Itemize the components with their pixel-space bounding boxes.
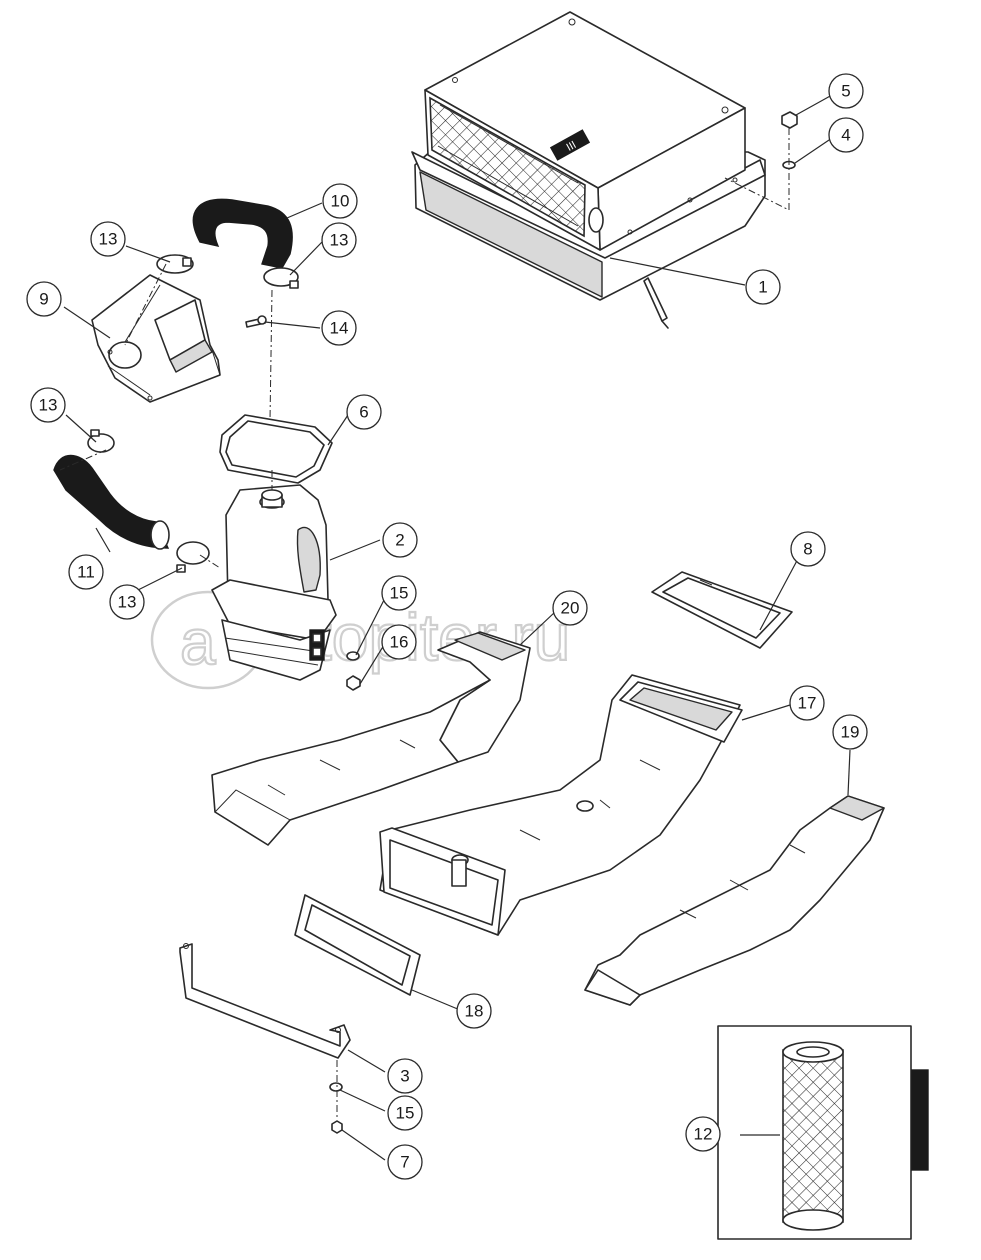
support-bracket (179, 943, 351, 1059)
svg-text:20: 20 (561, 599, 580, 618)
left-duct (211, 631, 531, 846)
svg-text:7: 7 (400, 1153, 409, 1172)
svg-text:18: 18 (465, 1002, 484, 1021)
callout-6: 6 (346, 394, 382, 430)
callout-13-middle-left: 13 (30, 387, 66, 423)
callout-1: 1 (745, 269, 781, 305)
svg-text:6: 6 (359, 403, 368, 422)
leader-lines (59, 94, 851, 1161)
upper-hose (192, 198, 293, 269)
right-duct (584, 795, 885, 1006)
hose-clamps (87, 254, 299, 573)
svg-text:1: 1 (758, 278, 767, 297)
callout-12: 12 (685, 1116, 721, 1152)
svg-text:19: 19 (841, 723, 860, 742)
callout-19: 19 (832, 714, 868, 750)
callout-11: 11 (68, 554, 104, 590)
callout-18: 18 (456, 993, 492, 1029)
washers (329, 651, 361, 1134)
svg-text:17: 17 (798, 694, 817, 713)
callout-13-upper-right: 13 (321, 222, 357, 258)
svg-text:12: 12 (694, 1125, 713, 1144)
svg-text:15: 15 (396, 1104, 415, 1123)
callout-13-upper-left: 13 (90, 221, 126, 257)
callout-10: 10 (322, 183, 358, 219)
callout-2: 2 (382, 522, 418, 558)
callout-15-lower: 15 (387, 1095, 423, 1131)
callout-8: 8 (790, 531, 826, 567)
callout-4: 4 (828, 117, 864, 153)
lower-hose (53, 454, 170, 550)
center-duct (379, 674, 743, 936)
duct-gasket (651, 571, 793, 649)
svg-text:13: 13 (99, 230, 118, 249)
callout-3: 3 (387, 1058, 423, 1094)
callouts: 1 2 3 4 5 6 7 8 9 10 11 12 13 13 13 13 1… (26, 73, 868, 1180)
svg-text:13: 13 (39, 396, 58, 415)
svg-text:9: 9 (39, 290, 48, 309)
callout-17: 17 (789, 685, 825, 721)
flange-gasket (294, 894, 421, 996)
svg-text:14: 14 (330, 319, 349, 338)
blower-housing (91, 274, 221, 403)
watermark-logo-letter: a (180, 606, 216, 678)
gasket (219, 414, 333, 484)
svg-text:15: 15 (390, 584, 409, 603)
svg-text:3: 3 (400, 1067, 409, 1086)
svg-text:4: 4 (841, 126, 850, 145)
callout-5: 5 (828, 73, 864, 109)
screw (245, 315, 267, 328)
svg-text:16: 16 (390, 633, 409, 652)
callout-15-upper: 15 (381, 575, 417, 611)
callout-20: 20 (552, 590, 588, 626)
svg-text:8: 8 (803, 540, 812, 559)
svg-text:11: 11 (77, 563, 95, 582)
callout-7: 7 (387, 1144, 423, 1180)
svg-text:13: 13 (118, 593, 137, 612)
svg-text:2: 2 (395, 531, 404, 550)
heater-unit: III (411, 11, 766, 329)
callout-14: 14 (321, 310, 357, 346)
svg-text:13: 13 (330, 231, 349, 250)
callout-16: 16 (381, 624, 417, 660)
nut-and-washer (724, 111, 798, 211)
svg-text:10: 10 (331, 192, 350, 211)
filter-cartridge-inset (717, 1025, 929, 1240)
callout-9: 9 (26, 281, 62, 317)
callout-13-lower: 13 (109, 584, 145, 620)
filter-housing (211, 484, 337, 681)
svg-text:5: 5 (841, 82, 850, 101)
